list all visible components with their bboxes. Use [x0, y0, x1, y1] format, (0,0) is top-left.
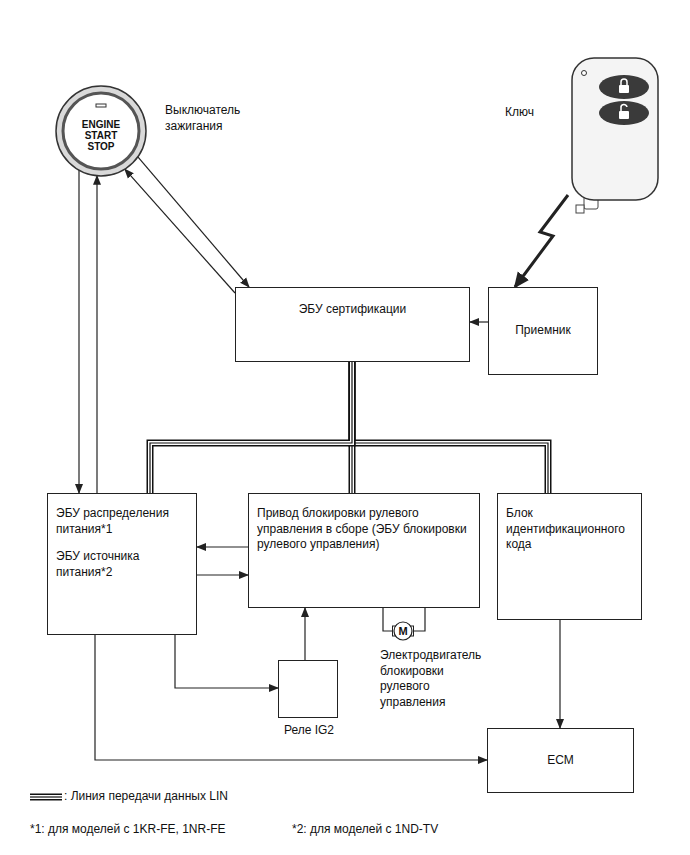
box-text: Блок идентификационного кода	[506, 506, 633, 553]
lin-line-stroke	[352, 362, 548, 493]
legend-row: : Линия передачи данных LIN	[30, 789, 228, 805]
legend-text: : Линия передачи данных LIN	[64, 789, 228, 805]
connector-path	[470, 321, 488, 322]
signal-arrow	[97, 176, 98, 493]
motor-symbol: MЭлектродвигатель блокировки рулевого уп…	[392, 620, 414, 642]
text-holder: ЭБУ распределения питания*1ЭБУ источника…	[48, 494, 196, 592]
receiver-box: Приемник	[488, 287, 598, 375]
box-text: ЭБУ распределения питания*1	[56, 506, 188, 537]
button-legend: ENGINE START STOP	[78, 119, 124, 152]
part-label: Ключ	[505, 105, 560, 121]
ecu-box: ЭБУ распределения питания*1ЭБУ источника…	[47, 493, 197, 635]
part-label: Электродвигатель блокировки рулевого упр…	[380, 648, 490, 710]
lin-bus-line	[352, 362, 548, 493]
text-holder: Блок идентификационного кода	[498, 494, 641, 565]
signal-arrow	[305, 608, 306, 660]
lin-line-stroke	[150, 362, 352, 493]
connector-path	[197, 574, 248, 575]
part-label: Реле IG2	[259, 723, 359, 739]
box-text: ЭБУ источника питания*2	[56, 549, 188, 580]
relay-box: Реле IG2	[278, 660, 338, 718]
motor-letter: M	[398, 626, 407, 637]
part-label: Выключатель зажигания	[165, 103, 275, 134]
text-holder: ECM	[488, 729, 633, 792]
lin-line-stroke	[150, 362, 352, 493]
smart-key: Ключ	[568, 55, 663, 215]
signal-arrow	[138, 157, 249, 287]
connector-path	[125, 169, 235, 293]
connector-path	[304, 608, 305, 660]
signal-arrow	[383, 608, 392, 631]
signal-arrow	[79, 170, 80, 493]
signal-arrow	[560, 620, 561, 728]
connector-path	[138, 157, 249, 287]
ecm-box: ECM	[487, 728, 634, 793]
lin-line-stroke	[352, 362, 548, 493]
text-holder: ЭБУ сертификации	[236, 288, 469, 332]
id-code-box: Блок идентификационного кода	[497, 493, 642, 620]
connector-path	[414, 608, 425, 631]
lin-line-stroke	[150, 362, 352, 493]
text-holder: ENGINE START STOP	[55, 85, 147, 177]
radio-link-arrow	[515, 195, 568, 287]
box-text: Привод блокировки рулевого управления в …	[257, 506, 471, 553]
lin-line-sample	[30, 792, 62, 802]
connector-path	[175, 635, 278, 688]
signal-arrow	[414, 608, 425, 631]
box-text: ЭБУ сертификации	[244, 302, 461, 318]
text-holder: M	[392, 620, 414, 642]
text-holder: Привод блокировки рулевого управления в …	[249, 494, 479, 565]
footnote: *2: для моделей с 1ND-TV	[292, 822, 438, 838]
lin-line-stroke	[352, 362, 548, 493]
signal-arrow	[197, 575, 248, 576]
connector-path	[515, 195, 568, 287]
signal-arrow	[175, 635, 278, 688]
ignition-switch: ENGINE START STOPВыключатель зажигания	[55, 85, 147, 177]
signal-arrow	[470, 322, 488, 323]
ecu-box: ЭБУ сертификации	[235, 287, 470, 362]
lin-bus-line	[150, 362, 352, 493]
connector-path	[78, 170, 79, 493]
actuator-box: Привод блокировки рулевого управления в …	[248, 493, 480, 608]
box-text: Приемник	[515, 323, 571, 339]
footnote: *1: для моделей с 1KR-FE, 1NR-FE	[30, 822, 226, 838]
connector-path	[197, 546, 248, 547]
connector-path	[559, 620, 560, 728]
connector-path	[96, 176, 97, 493]
connector-path	[383, 608, 392, 631]
key-fob-illustration	[568, 55, 663, 215]
signal-arrow	[197, 547, 248, 548]
signal-arrow	[125, 169, 235, 293]
text-holder: Приемник	[489, 288, 597, 374]
box-text: ECM	[547, 753, 574, 769]
